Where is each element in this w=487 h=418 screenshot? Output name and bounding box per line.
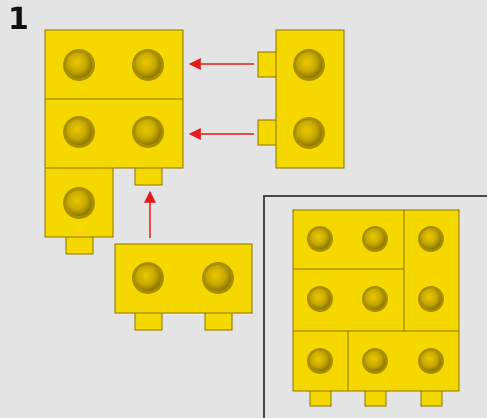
peg-icon [65,236,94,255]
stud-icon [132,262,164,294]
brick-icon [403,209,460,332]
brick-icon [44,98,184,169]
stud-icon [362,348,388,374]
stud-icon [293,49,325,81]
brick-icon [292,268,405,332]
step-number: 1 [8,2,29,37]
peg-icon [309,390,332,407]
main-assembly [44,29,184,255]
peg-icon [420,390,443,407]
stud-icon [63,187,95,219]
stud-icon [293,117,325,149]
stud-icon [362,286,388,312]
result-frame [263,195,487,418]
brick-icon [292,330,349,392]
stud-icon [132,116,164,148]
stud-icon [362,226,388,252]
peg-icon [134,167,163,186]
stud-icon [202,262,234,294]
stud-icon [307,348,333,374]
stud-icon [63,116,95,148]
stud-icon [418,286,444,312]
stud-icon [307,286,333,312]
stud-icon [418,226,444,252]
stud-icon [132,49,164,81]
brick-icon [44,29,184,100]
brick-icon [292,209,405,270]
result-preview [263,195,487,418]
brick-icon [347,330,460,392]
brick-icon [44,167,114,255]
incoming-horizontal-brick [114,243,253,331]
stud-icon [418,348,444,374]
peg-icon [364,390,387,407]
incoming-vertical-brick [257,29,345,169]
stud-icon [63,49,95,81]
stud-icon [307,226,333,252]
